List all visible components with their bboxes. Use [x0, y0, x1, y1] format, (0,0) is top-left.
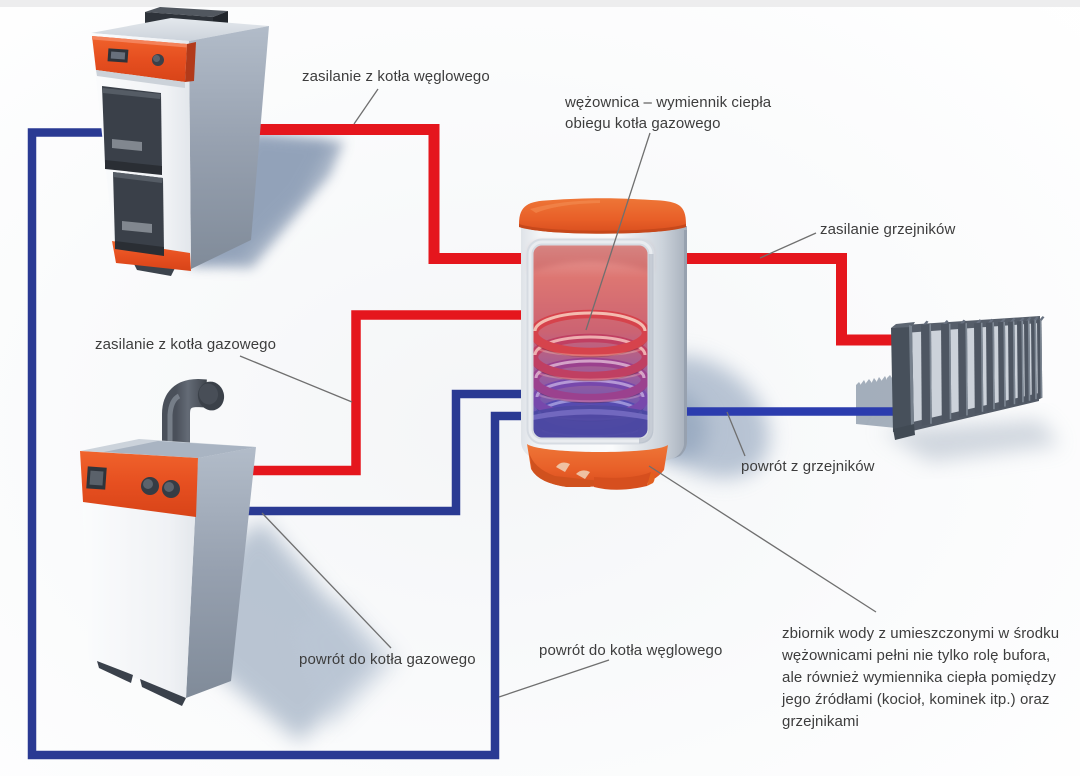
svg-text:zbiornik wody z umieszczonymi: zbiornik wody z umieszczonymi w środku: [782, 625, 1059, 642]
svg-text:zasilanie grzejników: zasilanie grzejników: [820, 221, 955, 238]
svg-text:grzejnikami: grzejnikami: [782, 713, 859, 730]
svg-text:powrót do kotła węglowego: powrót do kotła węglowego: [539, 642, 722, 659]
svg-text:powrót do kotła gazowego: powrót do kotła gazowego: [299, 651, 476, 668]
svg-text:jego źródłami (kocioł, kominek: jego źródłami (kocioł, kominek itp.) ora…: [781, 691, 1050, 708]
svg-text:powrót z grzejników: powrót z grzejników: [741, 458, 875, 475]
svg-text:obiegu kotła gazowego: obiegu kotła gazowego: [565, 115, 721, 132]
svg-text:zasilanie z kotła węglowego: zasilanie z kotła węglowego: [302, 68, 490, 85]
svg-text:zasilanie z kotła gazowego: zasilanie z kotła gazowego: [95, 336, 276, 353]
svg-text:ale również wymiennika ciepła: ale również wymiennika ciepła pomiędzy: [782, 669, 1056, 686]
svg-text:wężownicami pełni nie tylko ro: wężownicami pełni nie tylko rolę bufora,: [781, 647, 1050, 664]
svg-text:wężownica – wymiennik ciepła: wężownica – wymiennik ciepła: [564, 94, 772, 111]
